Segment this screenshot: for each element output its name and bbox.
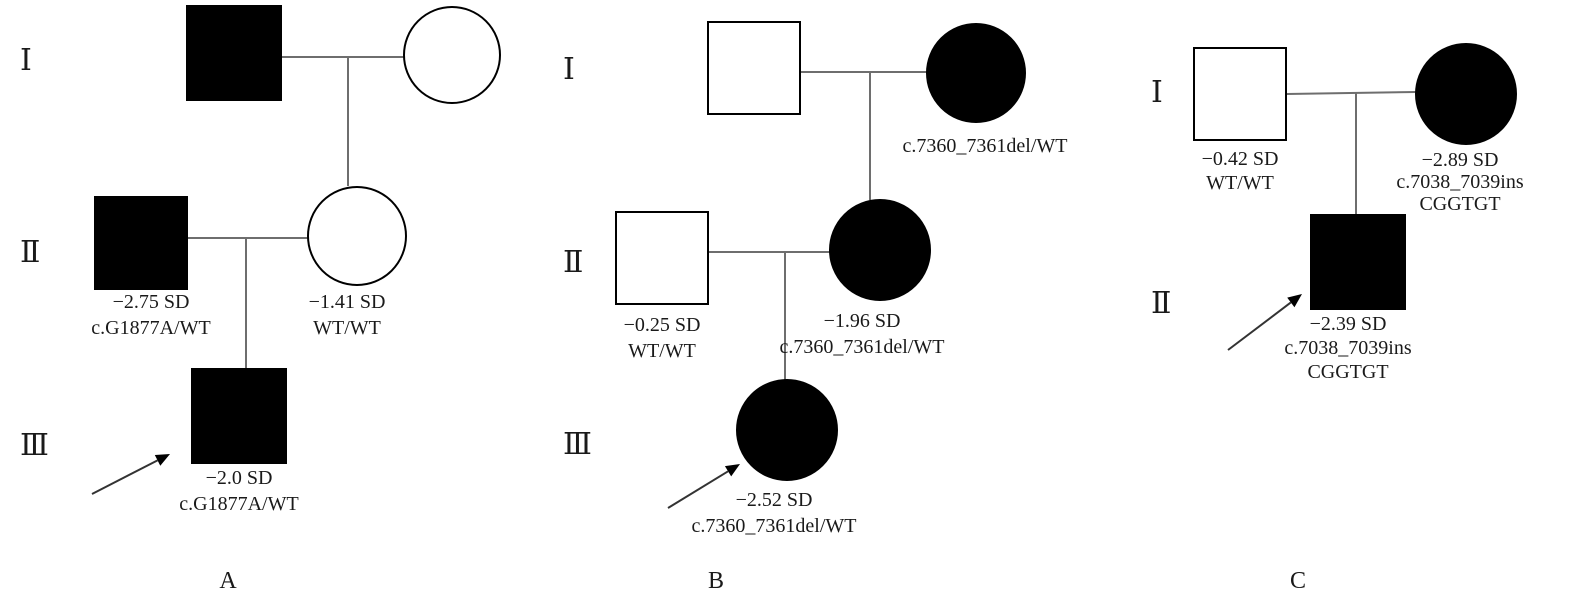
generation-label: Ⅱ <box>1151 287 1171 320</box>
individual-annotation: CGGTGT <box>1307 361 1388 383</box>
panel-label: A <box>219 568 237 594</box>
individual-ii2-circle <box>307 186 407 286</box>
individual-i1-square <box>186 5 282 101</box>
generation-label: Ⅲ <box>563 428 592 461</box>
individual-annotation: c.7038_7039ins <box>1396 171 1523 193</box>
proband-arrowhead <box>724 464 740 477</box>
panel-label: B <box>708 568 724 594</box>
individual-annotation: −2.0 SD <box>206 467 273 489</box>
individual-annotation: c.7360_7361del/WT <box>903 135 1068 157</box>
individual-annotation: −2.89 SD <box>1422 149 1499 171</box>
individual-annotation: WT/WT <box>1206 172 1274 194</box>
panel-label: C <box>1290 568 1306 594</box>
individual-annotation: WT/WT <box>313 317 381 339</box>
generation-label: Ⅰ <box>1151 76 1163 109</box>
individual-annotation: c.G1877A/WT <box>179 493 298 515</box>
individual-annotation: CGGTGT <box>1419 193 1500 215</box>
individual-annotation: c.7360_7361del/WT <box>692 515 857 537</box>
proband-arrow <box>91 459 158 495</box>
individual-ii1-square <box>1310 214 1406 310</box>
generation-label: Ⅰ <box>563 53 575 86</box>
generation-label: Ⅱ <box>563 246 583 279</box>
individual-annotation: c.G1877A/WT <box>91 317 210 339</box>
proband-arrow <box>1227 301 1292 351</box>
individual-ii1-square <box>615 211 709 305</box>
individual-ii2-circle <box>829 199 931 301</box>
generation-label: Ⅰ <box>20 44 32 77</box>
individual-i1-square <box>707 21 801 115</box>
individual-iii1-square <box>191 368 287 464</box>
individual-annotation: −0.42 SD <box>1202 148 1279 170</box>
generation-label: Ⅱ <box>20 236 40 269</box>
individual-i1-square <box>1193 47 1287 141</box>
individual-annotation: −1.96 SD <box>824 310 901 332</box>
individual-annotation: −0.25 SD <box>624 314 701 336</box>
proband-arrow <box>667 470 729 509</box>
generation-label: Ⅲ <box>20 429 49 462</box>
individual-annotation: c.7360_7361del/WT <box>780 336 945 358</box>
proband-arrowhead <box>1287 294 1302 308</box>
panel-a: Ⅰ Ⅱ Ⅲ −2.75 SD c.G1877A/WT −1.41 SD WT/WT −2.0 … <box>20 5 501 594</box>
individual-i2-circle <box>403 6 501 104</box>
individual-i2-circle <box>1415 43 1517 145</box>
individual-annotation: −2.75 SD <box>113 291 190 313</box>
individual-i2-circle <box>926 23 1026 123</box>
individual-annotation: −1.41 SD <box>309 291 386 313</box>
individual-annotation: c.7038_7039ins <box>1284 337 1411 359</box>
individual-ii1-square <box>94 196 188 290</box>
individual-annotation: −2.52 SD <box>736 489 813 511</box>
individual-iii1-circle <box>736 379 838 481</box>
pedigree-line <box>1286 91 1417 95</box>
individual-annotation: −2.39 SD <box>1310 313 1387 335</box>
proband-arrowhead <box>154 454 170 466</box>
individual-annotation: WT/WT <box>628 340 696 362</box>
